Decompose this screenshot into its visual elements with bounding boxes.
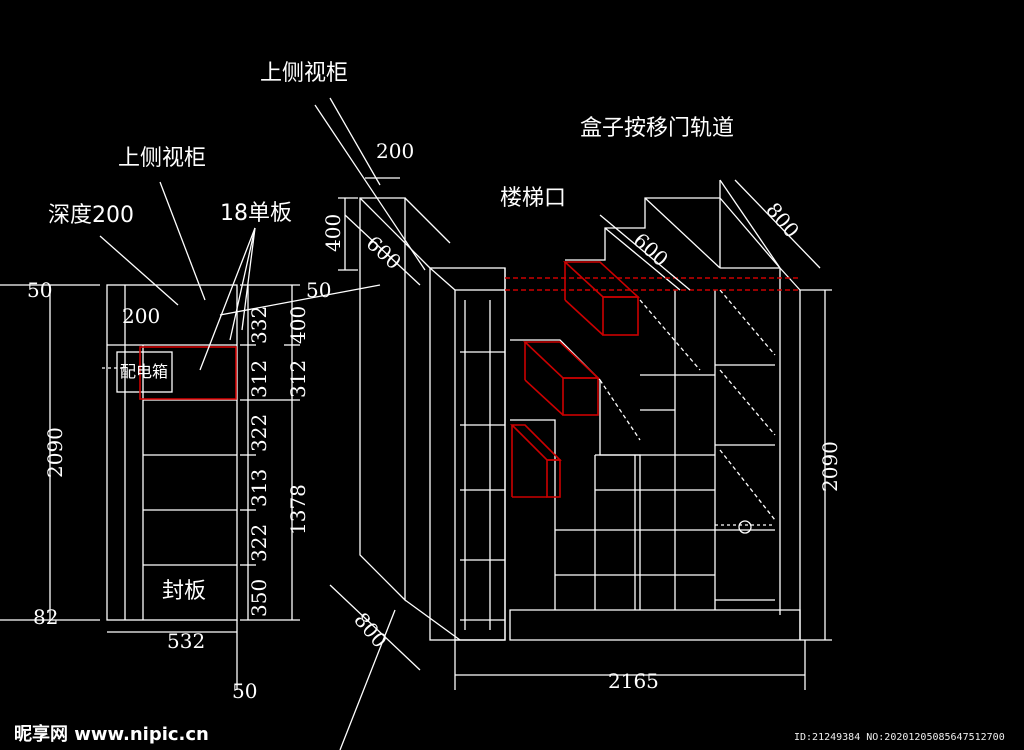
distribution-box-highlight [139,346,237,400]
dim-left-50-top: 50 [27,278,52,302]
dim-chain-312: 312 [247,360,271,398]
dim-top-200: 200 [376,139,414,163]
label-distribution-box: 配电箱 [120,362,168,381]
label-upper-tv-cabinet-left: 上侧视柜 [118,146,206,171]
dim-chain-322-a: 322 [247,414,271,452]
label-stair-opening: 楼梯口 [500,186,566,211]
left-elevation [102,284,238,621]
left-dimension-lines [0,284,300,690]
3d-dimension-lines [314,97,832,750]
stair-cabinet-3d [359,179,801,641]
watermark-id: ID:21249384 NO:20201205085647512700 [794,732,1005,743]
label-18-single-board: 18单板 [220,201,292,226]
dim-bottom-2165: 2165 [608,669,659,693]
label-depth-200: 深度200 [48,203,134,228]
left-leader-lines [99,181,381,371]
dim-right-800: 800 [761,198,804,243]
label-inner-200: 200 [122,304,160,328]
dim-side-400: 400 [321,214,345,252]
dim-chain-332: 332 [247,306,271,344]
dim-step-600: 600 [629,228,673,271]
dim-mid-50: 50 [306,278,331,302]
dim-left-82: 82 [33,605,58,629]
dim-width-532: 532 [167,629,205,653]
dim-left-2090: 2090 [43,427,67,478]
highlight-boxes [505,261,800,498]
dim-chain-1378: 1378 [286,484,310,535]
dim-chain-312-b: 312 [286,360,310,398]
dim-chain-350: 350 [247,579,271,617]
dim-chain-400: 400 [286,306,310,344]
dim-diag-800: 800 [349,608,392,653]
watermark-site: 昵享网 www.nipic.cn [14,723,209,745]
dim-chain-322-b: 322 [247,524,271,562]
dim-chain-313: 313 [247,469,271,507]
dim-right-2090: 2090 [818,441,842,492]
label-seal-board: 封板 [162,579,206,604]
dim-bottom-50: 50 [232,679,257,703]
label-upper-tv-cabinet-right: 上侧视柜 [260,61,348,86]
label-box-sliding-door-track: 盒子按移门轨道 [580,116,734,141]
